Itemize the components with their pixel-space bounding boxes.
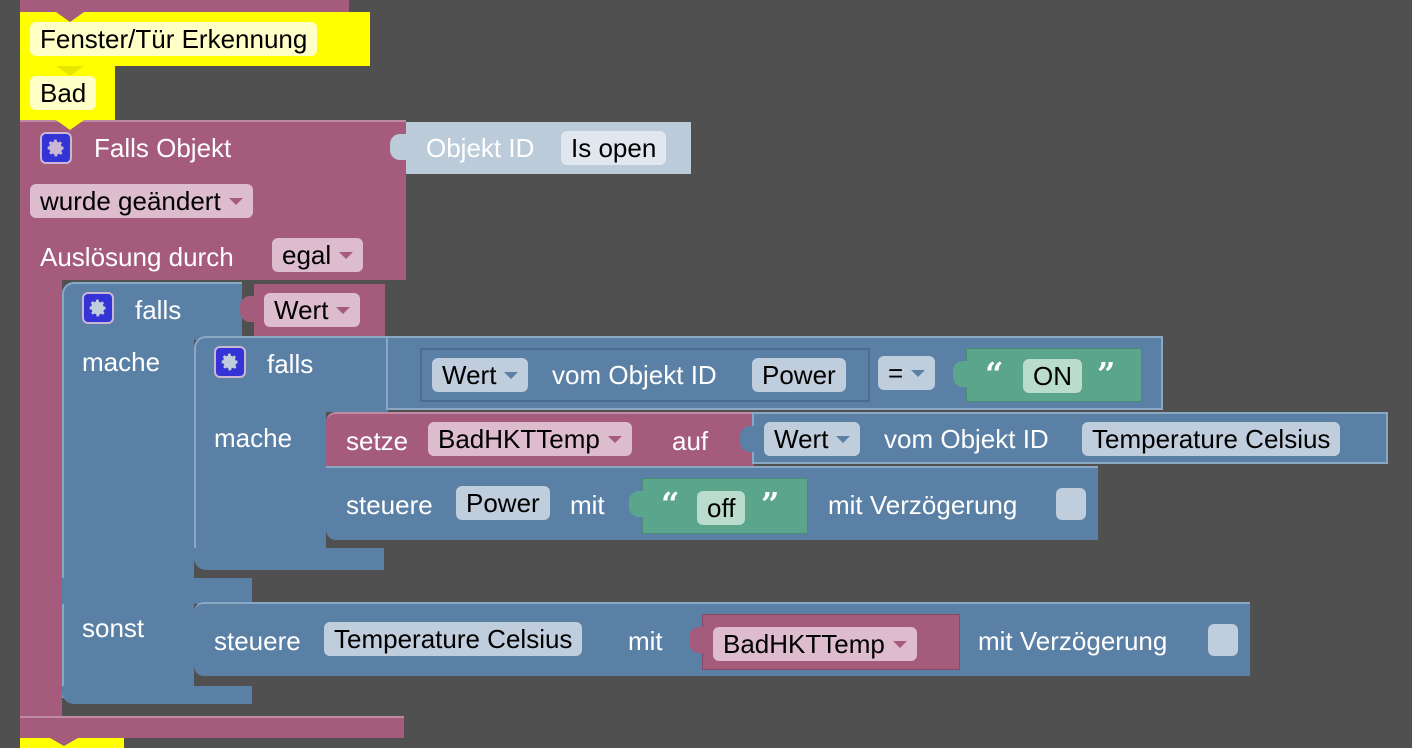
operator-value: = xyxy=(888,358,904,388)
inner-if-arm xyxy=(194,410,326,560)
notch xyxy=(56,66,84,76)
control-block-2[interactable]: steuere Temperature Celsius mit BadHKTTe… xyxy=(194,602,1250,676)
set-variable-block[interactable]: setze BadHKTTemp auf xyxy=(326,412,754,466)
inner-do-label: mache xyxy=(214,423,293,453)
trigger-statement-arm xyxy=(20,278,62,718)
puzzle-tab xyxy=(689,627,703,653)
open-quote-icon: “ xyxy=(661,485,680,523)
delay-label: mit Verzögerung xyxy=(828,490,1018,520)
triggered-by-label: Auslösung durch xyxy=(40,242,234,272)
close-quote-icon: ” xyxy=(1097,355,1116,393)
outer-if-label: falls xyxy=(135,295,182,325)
gear-icon[interactable] xyxy=(214,346,246,378)
close-quote-icon: ” xyxy=(761,485,780,523)
text-field[interactable]: ON xyxy=(1023,359,1082,393)
object-id-block[interactable]: Objekt ID Is open xyxy=(390,122,691,174)
puzzle-tab xyxy=(629,491,643,517)
control-block-1[interactable]: steuere Power mit “ off ” mit Verzögerun… xyxy=(326,466,1098,540)
object-id-field[interactable]: Is open xyxy=(561,131,667,165)
object-id-label: vom Objekt ID xyxy=(884,424,1049,454)
outer-if-else-header xyxy=(62,578,252,604)
with-label: mit xyxy=(628,626,663,656)
outer-if-arm xyxy=(62,338,194,698)
text-block-on[interactable]: “ ON ” xyxy=(953,348,1142,402)
variable-dropdown[interactable]: BadHKTTemp xyxy=(713,627,917,661)
delay-label: mit Verzögerung xyxy=(978,626,1168,656)
variable-value: BadHKTTemp xyxy=(438,424,600,454)
comment-text[interactable]: Bad xyxy=(30,76,97,110)
value-dropdown[interactable]: Wert xyxy=(264,293,361,327)
comment-text[interactable]: Fenster/Tür Erkennung xyxy=(30,22,318,56)
variable-value: BadHKTTemp xyxy=(723,629,885,659)
puzzle-tab xyxy=(953,361,967,387)
inner-if-bottom xyxy=(194,548,384,570)
comment-block-1[interactable]: Fenster/Tür Erkennung xyxy=(20,12,370,66)
previous-block[interactable] xyxy=(20,0,349,12)
outer-if-bottom xyxy=(62,686,252,704)
chevron-down-icon xyxy=(892,640,907,648)
variable-dropdown[interactable]: BadHKTTemp xyxy=(428,422,632,456)
delay-checkbox[interactable] xyxy=(1208,624,1238,656)
comment-block-2[interactable]: Bad xyxy=(20,66,115,120)
control-label: steuere xyxy=(214,626,301,656)
notch xyxy=(56,12,84,22)
object-id-field[interactable]: Temperature Celsius xyxy=(1082,422,1341,456)
text-block-off[interactable]: “ off ” xyxy=(629,478,808,534)
chevron-down-icon xyxy=(504,371,519,379)
control-label: steuere xyxy=(346,490,433,520)
next-comment-block[interactable] xyxy=(20,738,124,748)
attr-value: Wert xyxy=(774,424,829,454)
trigger-title: Falls Objekt xyxy=(94,133,232,163)
object-id-label: vom Objekt ID xyxy=(552,360,717,390)
chevron-down-icon xyxy=(339,251,354,259)
inner-if-label: falls xyxy=(267,349,314,379)
attr-dropdown[interactable]: Wert xyxy=(432,358,529,392)
get-value-block-2[interactable]: Wert vom Objekt ID Temperature Celsius xyxy=(740,412,1388,464)
value-text: Wert xyxy=(274,295,329,325)
chevron-down-icon xyxy=(336,306,351,314)
puzzle-tab xyxy=(240,296,254,322)
condition-value: wurde geändert xyxy=(40,186,221,216)
set-label: setze xyxy=(346,426,409,456)
chevron-down-icon xyxy=(911,369,926,377)
gear-icon[interactable] xyxy=(40,132,72,164)
attr-value: Wert xyxy=(442,360,497,390)
object-id-label: Objekt ID xyxy=(426,133,535,163)
variable-block[interactable]: BadHKTTemp xyxy=(689,614,960,670)
notch xyxy=(56,120,84,130)
trigger-bottom xyxy=(20,716,404,738)
chevron-down-icon xyxy=(836,435,851,443)
delay-checkbox[interactable] xyxy=(1056,488,1086,520)
gear-icon[interactable] xyxy=(82,292,114,324)
open-quote-icon: “ xyxy=(985,355,1004,393)
operator-dropdown[interactable]: = xyxy=(878,356,936,390)
attr-dropdown[interactable]: Wert xyxy=(764,422,861,456)
get-value-block[interactable]: Wert vom Objekt ID Power xyxy=(420,348,870,402)
chevron-down-icon xyxy=(228,197,243,205)
value-block[interactable]: Wert xyxy=(240,284,385,336)
puzzle-tab xyxy=(740,426,754,452)
triggered-by-dropdown[interactable]: egal xyxy=(272,238,364,272)
condition-dropdown[interactable]: wurde geändert xyxy=(30,184,253,218)
outer-do-label: mache xyxy=(82,347,161,377)
object-id-field[interactable]: Power xyxy=(752,358,846,392)
object-id-field[interactable]: Power xyxy=(456,486,550,520)
puzzle-tab xyxy=(390,134,406,160)
with-label: mit xyxy=(570,490,605,520)
to-label: auf xyxy=(672,426,709,456)
triggered-by-value: egal xyxy=(282,240,332,270)
chevron-down-icon xyxy=(607,435,622,443)
notch xyxy=(50,738,78,746)
object-id-field[interactable]: Temperature Celsius xyxy=(324,622,583,656)
compare-block[interactable]: Wert vom Objekt ID Power = “ ON ” xyxy=(386,336,1163,410)
text-field[interactable]: off xyxy=(697,491,746,525)
outer-else-label: sonst xyxy=(82,613,145,643)
